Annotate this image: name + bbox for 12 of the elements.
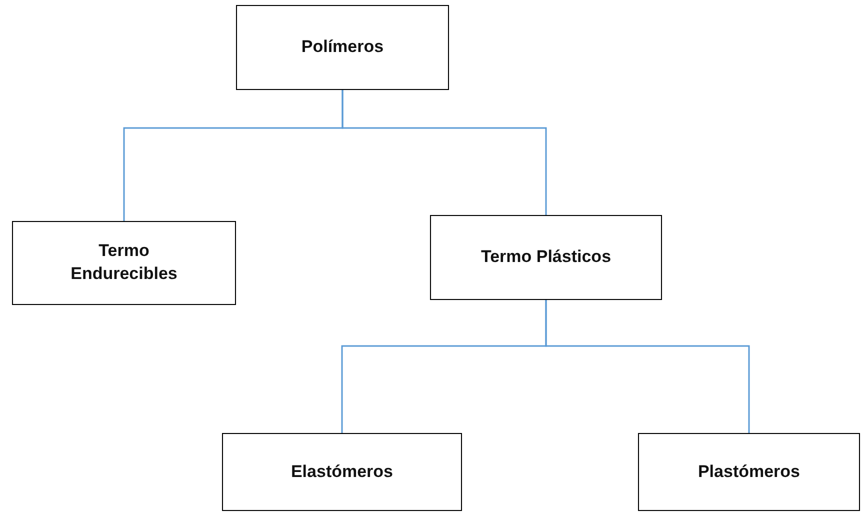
- box-label: Polímeros: [301, 36, 384, 58]
- box-label: Termo Endurecibles: [70, 240, 178, 285]
- box-label: Elastómeros: [290, 460, 394, 483]
- category-box: [222, 433, 462, 511]
- box-label: Plastómeros: [698, 460, 800, 483]
- connector-line: [545, 300, 750, 433]
- category-box: [236, 5, 449, 90]
- connector-line: [342, 90, 547, 215]
- category-box: [12, 221, 236, 305]
- category-box: [430, 215, 662, 300]
- box-label: Termo Plásticos: [480, 246, 612, 268]
- category-box: [638, 433, 860, 511]
